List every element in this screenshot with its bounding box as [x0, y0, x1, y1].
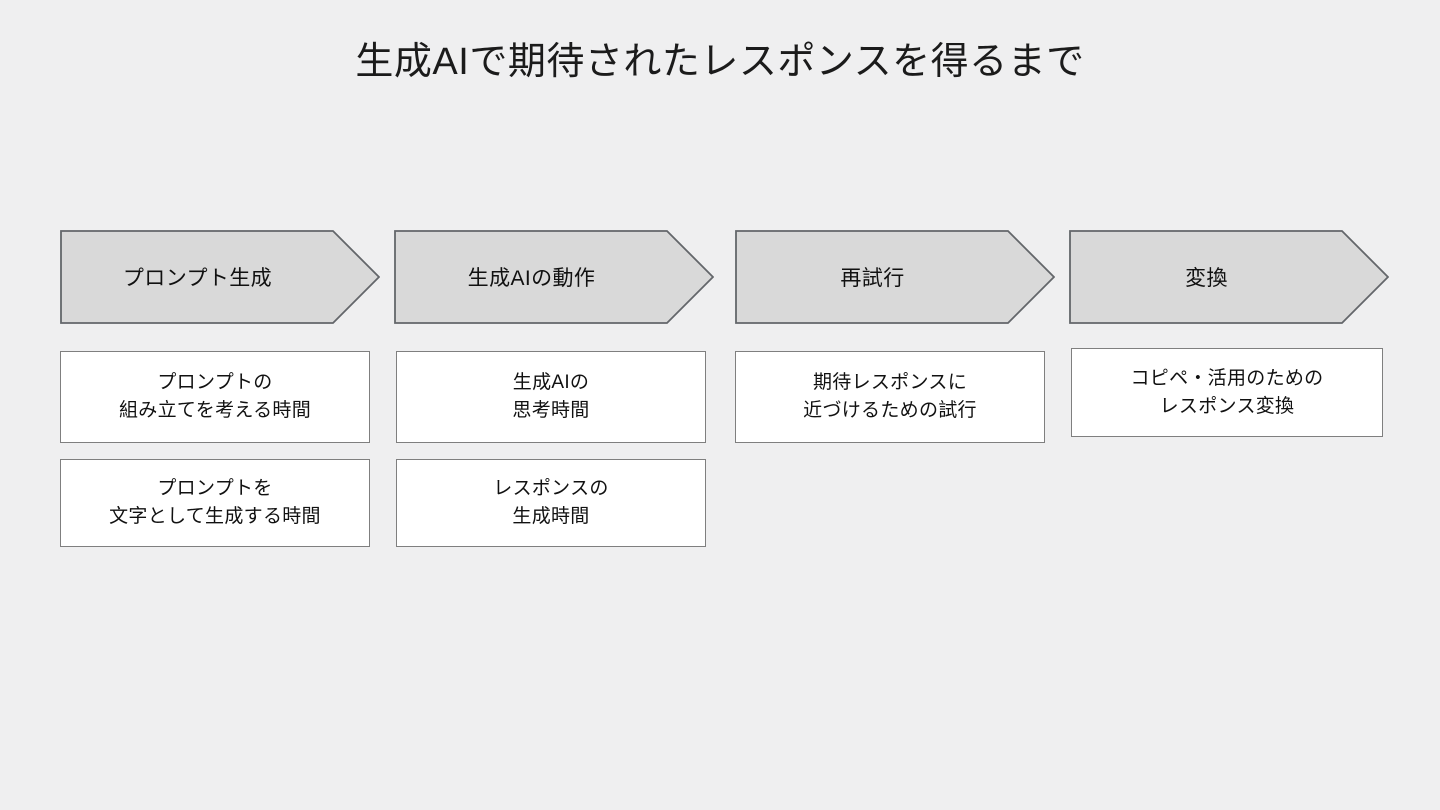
detail-line: 文字として生成する時間: [109, 506, 321, 527]
detail-line: プロンプトの: [157, 372, 273, 393]
detail-line: 組み立てを考える時間: [118, 400, 312, 421]
chevron-shape-3[interactable]: 再試行: [735, 230, 1055, 324]
stage-1-detail-box-1[interactable]: プロンプトの 組み立てを考える時間: [60, 351, 370, 443]
chevron-icon: [735, 230, 1055, 324]
stage-4-detail-box-1[interactable]: コピペ・活用のための レスポンス変換: [1071, 348, 1383, 437]
chevron-shape-4[interactable]: 変換: [1069, 230, 1389, 324]
chevron-icon: [1069, 230, 1389, 324]
stage-3-detail-box-1[interactable]: 期待レスポンスに 近づけるための試行: [735, 351, 1045, 443]
chevron-shape-2[interactable]: 生成AIの動作: [394, 230, 714, 324]
stage-2-detail-box-2[interactable]: レスポンスの 生成時間: [396, 459, 706, 547]
stage-2-detail-box-1[interactable]: 生成AIの 思考時間: [396, 351, 706, 443]
detail-line: 思考時間: [512, 400, 590, 421]
chevron-shape-1[interactable]: プロンプト生成: [60, 230, 380, 324]
detail-line: プロンプトを: [157, 478, 273, 499]
stage-1-detail-box-2[interactable]: プロンプトを 文字として生成する時間: [60, 459, 370, 547]
page-title: 生成AIで期待されたレスポンスを得るまで: [355, 41, 1085, 83]
detail-line: 生成時間: [512, 506, 590, 527]
chevron-icon: [60, 230, 380, 324]
detail-line: コピペ・活用のための: [1130, 367, 1324, 389]
detail-line: レスポンス変換: [1159, 395, 1295, 417]
detail-line: 期待レスポンスに: [812, 372, 967, 393]
detail-line: 近づけるための試行: [803, 400, 977, 421]
detail-line: 生成AIの: [512, 372, 590, 393]
detail-line: レスポンスの: [493, 478, 609, 499]
chevron-icon: [394, 230, 714, 324]
